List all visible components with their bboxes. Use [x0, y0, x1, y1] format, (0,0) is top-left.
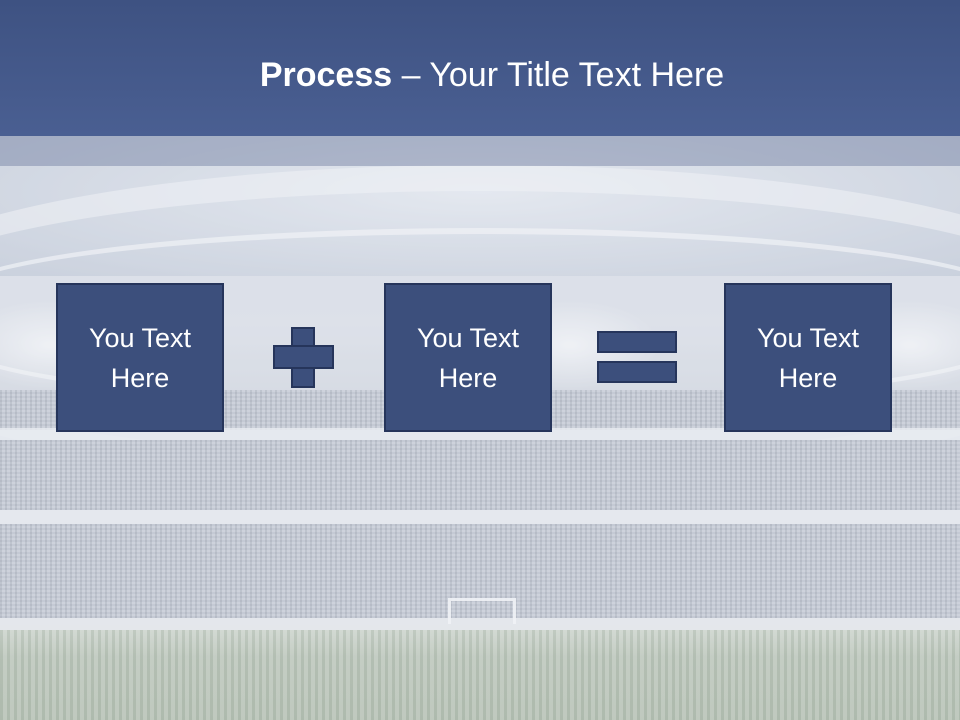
plus-center	[293, 347, 313, 367]
slide-title[interactable]: Process – Your Title Text Here	[0, 54, 960, 96]
equals-top-bar	[597, 331, 677, 353]
process-box-2[interactable]: You Text Here	[384, 283, 552, 432]
goal	[448, 598, 516, 624]
stand-divider	[0, 428, 960, 440]
process-box-3[interactable]: You Text Here	[724, 283, 892, 432]
process-box-text: You Text Here	[88, 322, 192, 393]
title-rest: – Your Title Text Here	[392, 56, 725, 94]
title-underband	[0, 136, 960, 166]
process-box-text: You Text Here	[416, 322, 520, 393]
lower-stand	[0, 524, 960, 618]
stand-divider	[0, 510, 960, 524]
equals-bottom-bar	[597, 361, 677, 383]
process-box-text: You Text Here	[756, 322, 860, 393]
pitch-boundary	[0, 618, 960, 630]
title-bold: Process	[259, 56, 393, 94]
process-box-1[interactable]: You Text Here	[56, 283, 224, 432]
pitch	[0, 630, 960, 720]
middle-stand	[0, 440, 960, 510]
title-bar	[0, 0, 960, 136]
